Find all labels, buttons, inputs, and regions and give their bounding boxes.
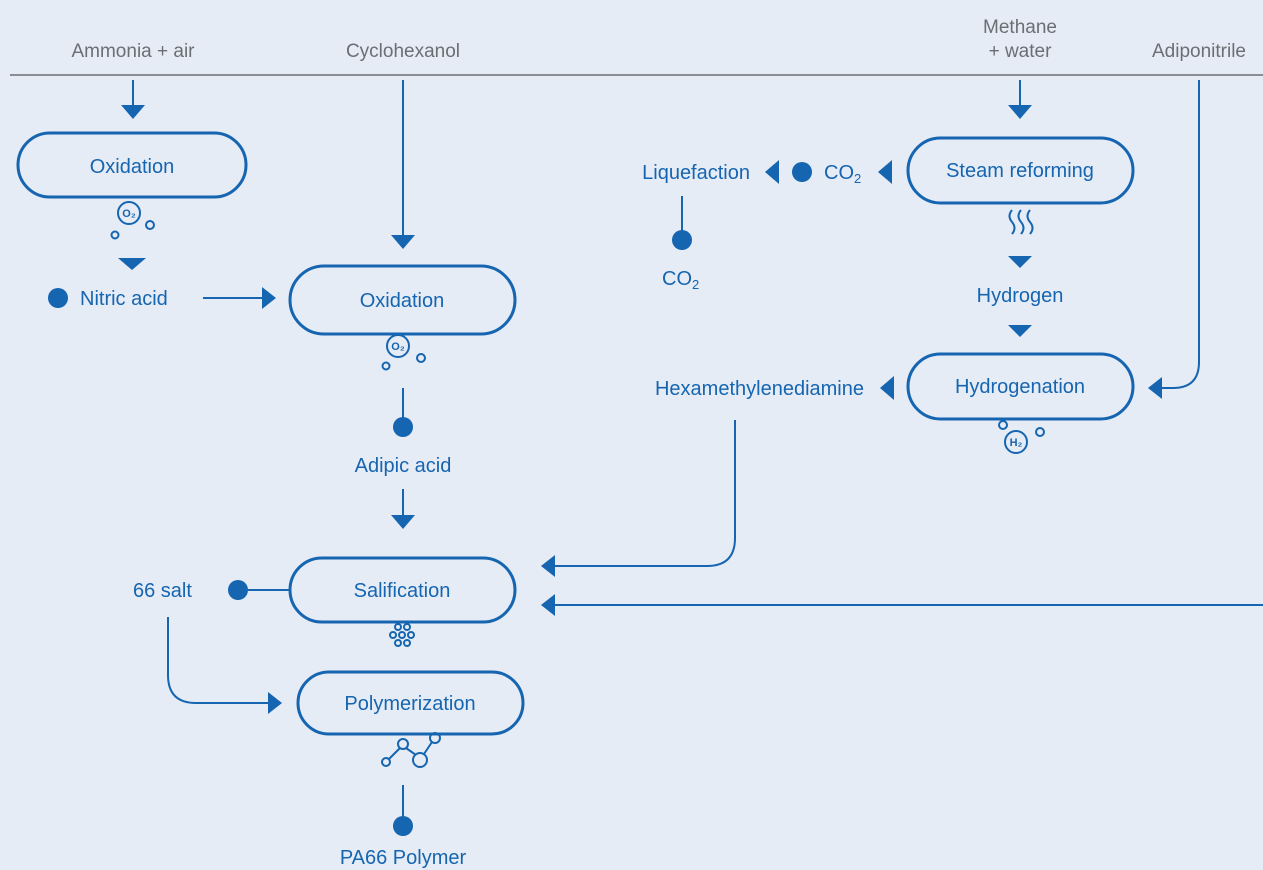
hydrogenation-pill bbox=[906, 352, 1135, 421]
oxygen-icon-label: O₂ bbox=[391, 341, 405, 353]
co2-label-sub: 2 bbox=[854, 171, 861, 186]
oxidation-1-pill bbox=[16, 131, 248, 199]
steam-reforming-label: Steam reforming bbox=[946, 160, 1094, 182]
co2-captured-dot bbox=[672, 230, 692, 250]
hexamethylenediamine-left-arrow bbox=[880, 376, 894, 400]
nitric-acid-arrow-head bbox=[262, 287, 276, 309]
steam-reforming-down-arrow bbox=[1008, 256, 1032, 268]
co2-label-main: CO bbox=[824, 162, 854, 184]
adipic-acid-arrow-head bbox=[391, 515, 415, 529]
hydrogen-down-arrow bbox=[1008, 325, 1032, 337]
co2-captured-label: CO2 bbox=[662, 268, 699, 292]
input-methane-water-line2: + water bbox=[989, 41, 1053, 62]
hydrogen-bubbles-icon: H₂ bbox=[998, 420, 1045, 454]
heat-waves-icon bbox=[1008, 209, 1034, 235]
co2-captured-sub: 2 bbox=[692, 277, 699, 292]
steam-reforming-pill bbox=[906, 136, 1135, 205]
oxygen-bubbles-icon: O₂ bbox=[110, 201, 155, 240]
oxygen-bubbles-icon: O₂ bbox=[381, 334, 426, 371]
adiponitrile-arrow-head bbox=[1148, 377, 1162, 399]
salt-66-dot bbox=[228, 580, 248, 600]
adipic-acid-dot bbox=[393, 417, 413, 437]
hydrogenation-label: Hydrogenation bbox=[955, 376, 1085, 398]
molecule-chain-icon bbox=[381, 732, 441, 768]
oxidation-1-down-arrow bbox=[118, 258, 146, 270]
hexamethylenediamine-arrow-head bbox=[541, 555, 555, 577]
salt-66-label: 66 salt bbox=[133, 580, 192, 602]
co2-label: CO2 bbox=[824, 162, 861, 186]
input-cyclohexanol: Cyclohexanol bbox=[346, 41, 460, 62]
salt-66-to-polymerization-line bbox=[167, 617, 268, 704]
oxidation-1-label: Oxidation bbox=[90, 156, 175, 178]
co2-dot bbox=[792, 162, 812, 182]
methane-arrow-head bbox=[1008, 105, 1032, 119]
polymerization-label: Polymerization bbox=[344, 693, 475, 715]
pa66-polymer-label: PA66 Polymer bbox=[340, 847, 467, 869]
adiponitrile-to-hydrogenation-line bbox=[1162, 80, 1200, 389]
salification-label: Salification bbox=[354, 580, 451, 602]
co2-captured-main: CO bbox=[662, 268, 692, 290]
salt-66-to-polymerization-arrow-head bbox=[268, 692, 282, 714]
hexamethylenediamine-label: Hexamethylenediamine bbox=[655, 378, 864, 400]
oxidation-2-label: Oxidation bbox=[360, 290, 445, 312]
co2-left-arrow bbox=[878, 160, 892, 184]
cyclohexanol-arrow-head bbox=[391, 235, 415, 249]
oxygen-icon-label: O₂ bbox=[122, 208, 136, 220]
hydrogen-label: Hydrogen bbox=[977, 285, 1064, 307]
nitric-acid-label: Nitric acid bbox=[80, 288, 168, 310]
input-adiponitrile: Adiponitrile bbox=[1152, 41, 1246, 62]
oxidation-2-pill bbox=[288, 264, 517, 336]
ammonia-arrow-head bbox=[121, 105, 145, 119]
liquefaction-label: Liquefaction bbox=[642, 162, 750, 184]
right-return-arrow-head bbox=[541, 594, 555, 616]
pa66-polymer-dot bbox=[393, 816, 413, 836]
salt-crystals-icon bbox=[389, 623, 415, 647]
input-ammonia-air: Ammonia + air bbox=[71, 41, 195, 62]
hydrogen-icon-label: H₂ bbox=[1010, 437, 1023, 449]
polymerization-pill bbox=[296, 670, 525, 736]
liquefaction-arrow bbox=[765, 160, 779, 184]
nitric-acid-dot bbox=[48, 288, 68, 308]
hexamethylenediamine-to-salification-line bbox=[555, 420, 736, 567]
adipic-acid-label: Adipic acid bbox=[355, 455, 452, 477]
input-methane-water-line1: Methane bbox=[983, 17, 1057, 38]
